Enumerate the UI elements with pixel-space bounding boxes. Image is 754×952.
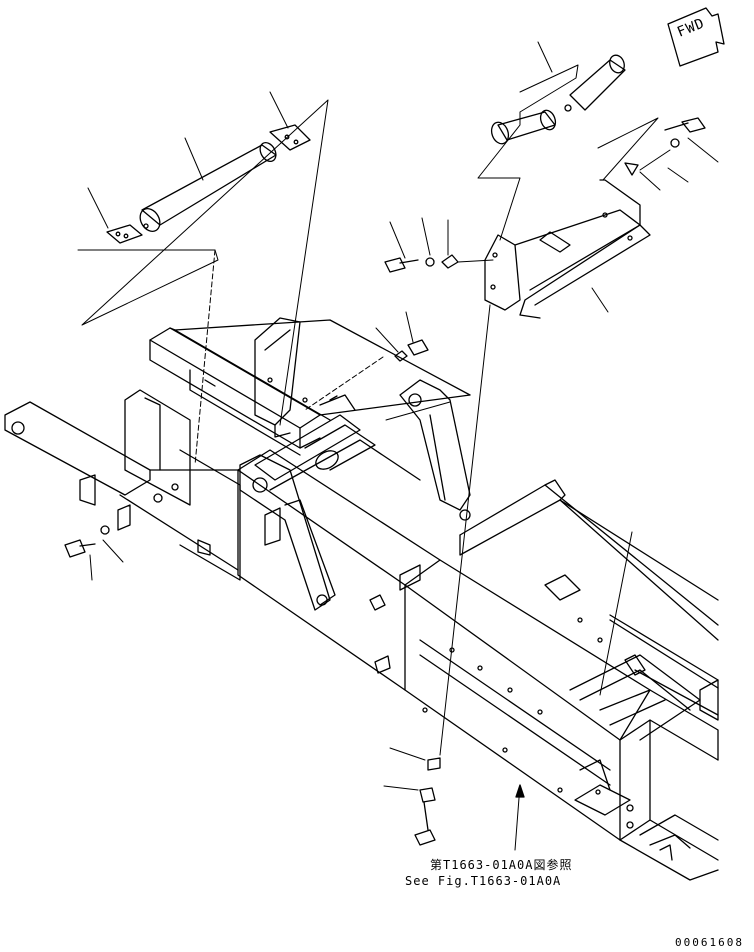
exploded-tube-assembly-left <box>77 99 329 466</box>
hardware-bolts <box>64 117 706 846</box>
right-rail <box>459 479 719 861</box>
drawing-number: 00061608 <box>675 936 744 949</box>
reference-japanese: 第T1663-01A0A図参照 <box>430 858 573 872</box>
main-frame-rail <box>237 449 719 881</box>
center-uprights <box>239 379 471 611</box>
upper-back-frame <box>149 317 471 456</box>
fwd-arrow-icon <box>667 7 725 67</box>
installed-tubes <box>254 394 421 491</box>
callout-leaders <box>87 41 719 851</box>
reference-arrow-icon <box>515 784 525 798</box>
reference-english: See Fig.T1663-01A0A <box>405 874 562 888</box>
left-frame <box>4 389 241 581</box>
exploded-tube-assembly-right <box>439 54 659 756</box>
